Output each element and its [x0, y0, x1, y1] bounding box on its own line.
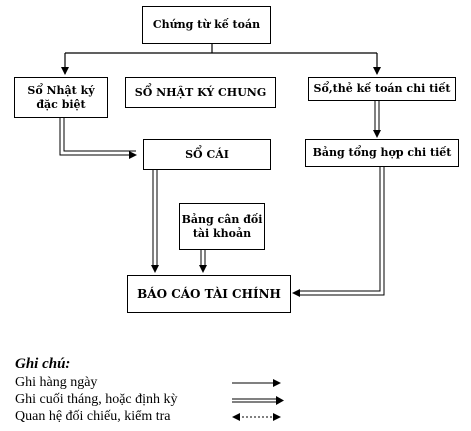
label-so-nhat-ky-chung: SỔ NHẬT KÝ CHUNG	[134, 85, 267, 99]
label-bao-cao: BÁO CÁO TÀI CHÍNH	[137, 287, 281, 301]
label-so-nhat-ky-dac-biet-line2: đặc biệt	[36, 97, 86, 111]
box-so-nhat-ky-chung: SỔ NHẬT KÝ CHUNG	[125, 77, 276, 108]
box-so-cai: SỔ CÁI	[143, 139, 271, 170]
label-bang-can-doi-line1: Bảng cân đối	[181, 212, 263, 226]
label-bang-can-doi-line2: tài khoản	[192, 226, 252, 240]
box-bang-can-doi-tai-khoan: Bảng cân đối tài khoản	[179, 203, 265, 250]
box-so-nhat-ky-dac-biet: Sổ Nhật ký đặc biệt	[14, 77, 108, 118]
label-so-cai: SỔ CÁI	[185, 147, 229, 161]
label-so-nhat-ky-dac-biet-line1: Sổ Nhật ký	[27, 83, 95, 97]
legend-item-monthly: Ghi cuối tháng, hoặc định kỳ	[15, 392, 178, 407]
legend-item-crosscheck: Quan hệ đối chiếu, kiểm tra	[15, 409, 171, 424]
label-chung-tu: Chứng từ kế toán	[152, 18, 261, 31]
label-bang-tong-hop: Bảng tổng hợp chi tiết	[312, 146, 452, 159]
arrow-tonghop-to-baocao	[298, 167, 381, 292]
arrow-dacbiet-to-socai	[59, 118, 137, 159]
label-so-the-chi-tiet: Sổ,thẻ kế toán chi tiết	[313, 82, 451, 95]
box-so-the-ke-toan-chi-tiet: Sổ,thẻ kế toán chi tiết	[308, 77, 456, 101]
box-bang-tong-hop-chi-tiet: Bảng tổng hợp chi tiết	[305, 139, 459, 167]
legend-item-daily: Ghi hàng ngày	[15, 375, 98, 390]
legend-title: Ghi chú:	[15, 356, 71, 372]
box-bao-cao-tai-chinh: BÁO CÁO TÀI CHÍNH	[127, 275, 291, 313]
box-chung-tu-ke-toan: Chứng từ kế toán	[142, 6, 271, 44]
